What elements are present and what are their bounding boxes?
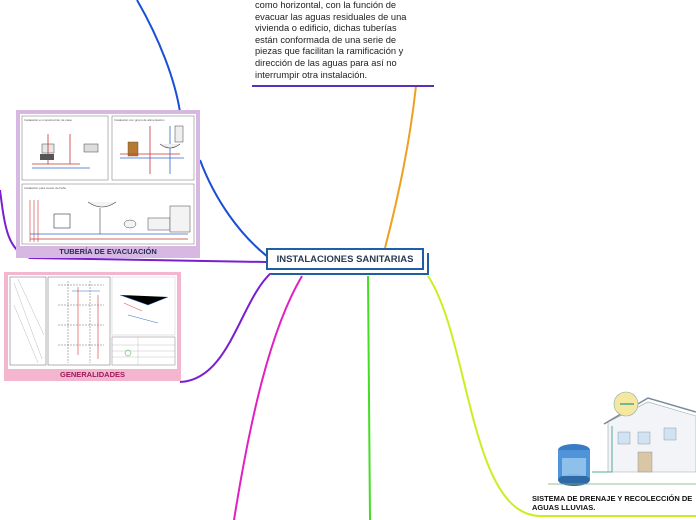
connector-magenta — [233, 275, 303, 520]
connector-evacuacion — [199, 159, 269, 258]
connector-description — [384, 85, 417, 249]
panel-title-3: Instalación para cuarto de baño — [24, 186, 66, 190]
description-text: como horizontal, con la función de evacu… — [255, 0, 407, 80]
drenaje-label: SISTEMA DE DRENAJE Y RECOLECCIÓN DE AGUA… — [532, 494, 693, 512]
connector-generalidades — [179, 271, 273, 383]
evacuacion-card[interactable]: Instalación en construcción de casa Inst… — [16, 110, 200, 258]
connector-green — [367, 275, 371, 520]
evacuacion-diagram-image: Instalación en construcción de casa Inst… — [20, 114, 196, 246]
panel-title-2: Instalación con grupo de alimentación — [114, 118, 165, 122]
generalidades-label: GENERALIDADES — [59, 370, 125, 379]
generalidades-blueprint-image — [8, 275, 177, 369]
connector-drenaje — [427, 275, 696, 517]
panel-title-1: Instalación en construcción de casa — [24, 118, 72, 122]
generalidades-card[interactable]: GENERALIDADES — [4, 272, 181, 381]
evacuacion-label: TUBERÍA DE EVACUACIÓN — [59, 247, 157, 256]
drenaje-illustration-image — [548, 388, 696, 490]
central-topic[interactable]: INSTALACIONES SANITARIAS — [266, 248, 424, 270]
connector-top-blue — [136, 0, 181, 113]
drenaje-card[interactable]: SISTEMA DE DRENAJE Y RECOLECCIÓN DE AGUA… — [530, 388, 696, 518]
